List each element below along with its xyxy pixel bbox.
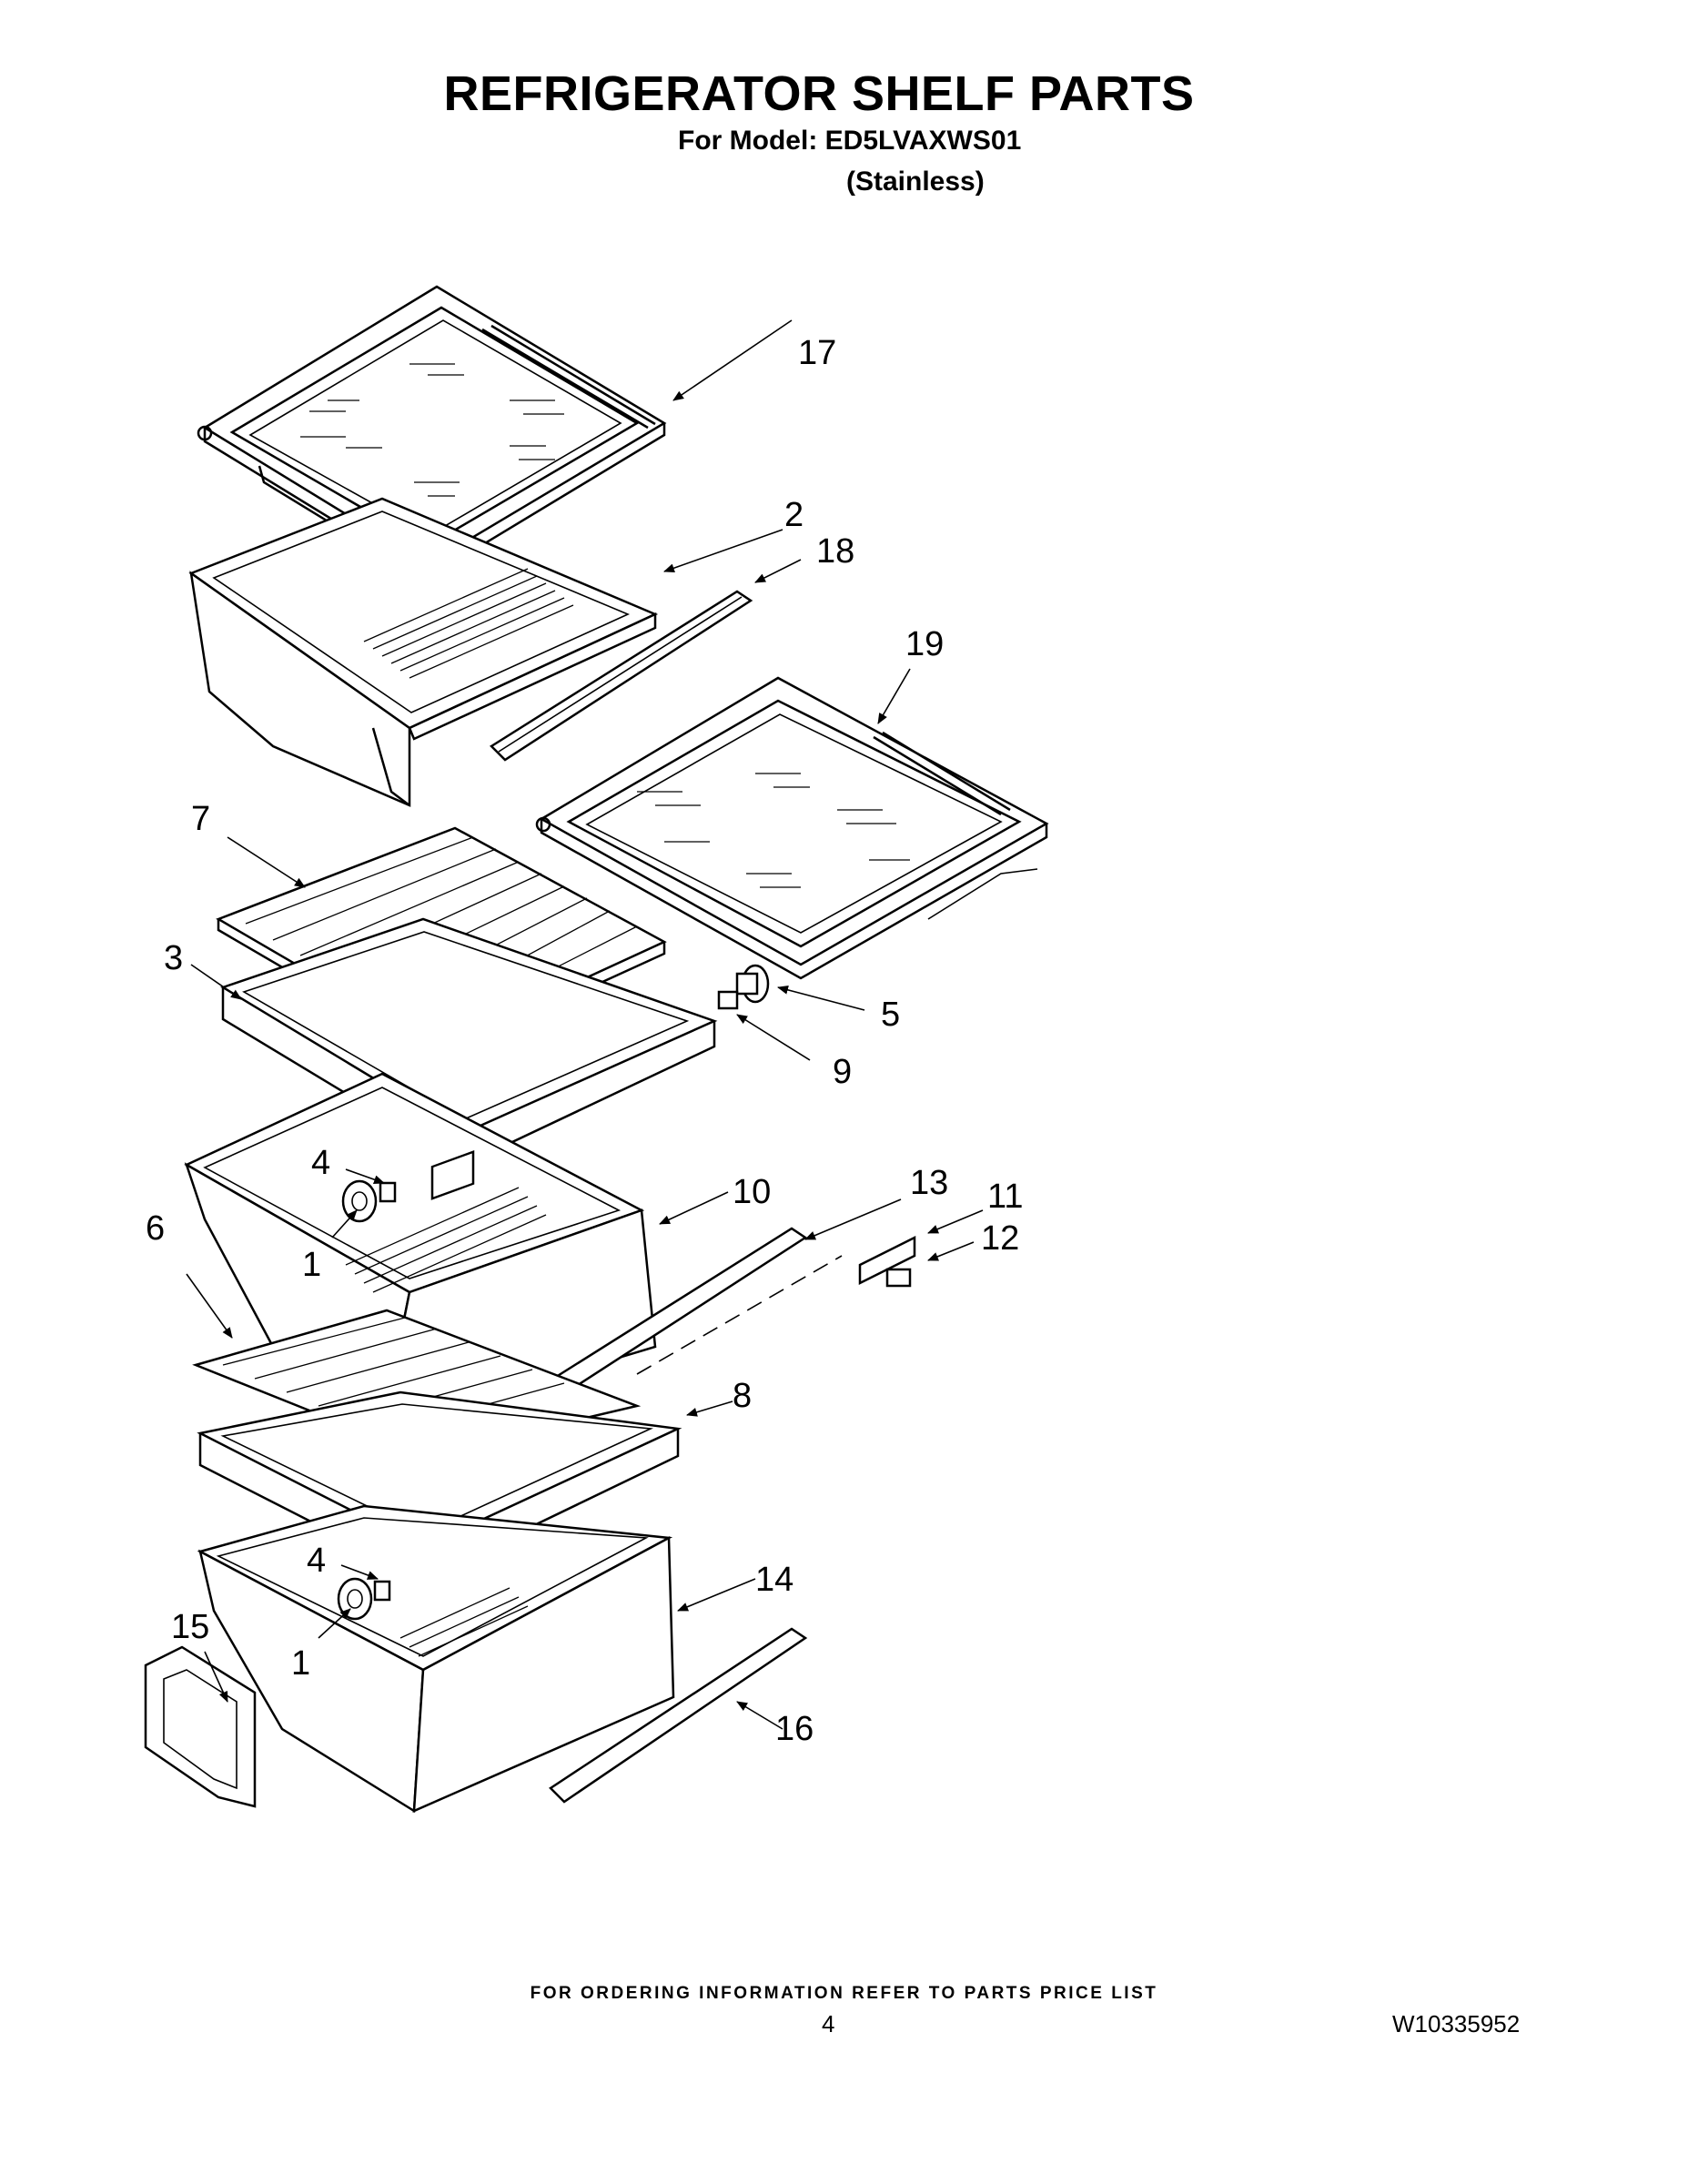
callout-2: 2 bbox=[784, 496, 804, 534]
callout-18: 18 bbox=[816, 532, 854, 571]
callout-1-lower: 1 bbox=[291, 1644, 310, 1683]
callout-3: 3 bbox=[164, 939, 183, 977]
callout-17: 17 bbox=[798, 334, 836, 372]
callout-19: 19 bbox=[905, 625, 944, 663]
callout-14: 14 bbox=[755, 1561, 793, 1599]
callout-10: 10 bbox=[733, 1173, 771, 1211]
page-number: 4 bbox=[822, 2010, 835, 2037]
callout-7: 7 bbox=[191, 800, 210, 838]
page-title: REFRIGERATOR SHELF PARTS bbox=[443, 66, 1195, 121]
callout-8: 8 bbox=[733, 1377, 752, 1415]
callout-16: 16 bbox=[775, 1710, 814, 1748]
callout-15: 15 bbox=[171, 1608, 209, 1646]
part-18-drawer-trim bbox=[490, 590, 753, 762]
callout-4-lower: 4 bbox=[307, 1542, 326, 1580]
part-14-lower-crisper-drawer bbox=[197, 1504, 675, 1814]
part-2-upper-crisper-drawer bbox=[188, 497, 659, 807]
callout-9: 9 bbox=[833, 1053, 852, 1091]
model-variant: (Stainless) bbox=[846, 167, 985, 197]
callout-13: 13 bbox=[910, 1164, 948, 1202]
callout-12: 12 bbox=[981, 1219, 1019, 1258]
part-5-9-shelf-support bbox=[717, 964, 770, 1010]
part-16-drawer-trim bbox=[549, 1627, 808, 1804]
callout-labels: 17 2 18 19 7 3 5 9 4 1 10 13 11 12 6 8 4… bbox=[146, 334, 1023, 1748]
ordering-note: FOR ORDERING INFORMATION REFER TO PARTS … bbox=[530, 1984, 1158, 2003]
part-11-12-clips bbox=[858, 1235, 916, 1288]
document-number: W10335952 bbox=[1392, 2010, 1521, 2037]
part-17-glass-shelf bbox=[197, 285, 667, 672]
leader-lines bbox=[186, 319, 984, 1730]
model-line: For Model: ED5LVAXWS01 bbox=[678, 126, 1022, 156]
callout-6: 6 bbox=[146, 1209, 165, 1248]
callout-11: 11 bbox=[987, 1178, 1023, 1216]
callout-1-upper: 1 bbox=[302, 1246, 321, 1284]
part-15-label-holder bbox=[144, 1645, 257, 1808]
callout-4-upper: 4 bbox=[311, 1144, 330, 1182]
callout-5: 5 bbox=[881, 996, 900, 1034]
part-19-glass-shelf bbox=[535, 676, 1049, 980]
